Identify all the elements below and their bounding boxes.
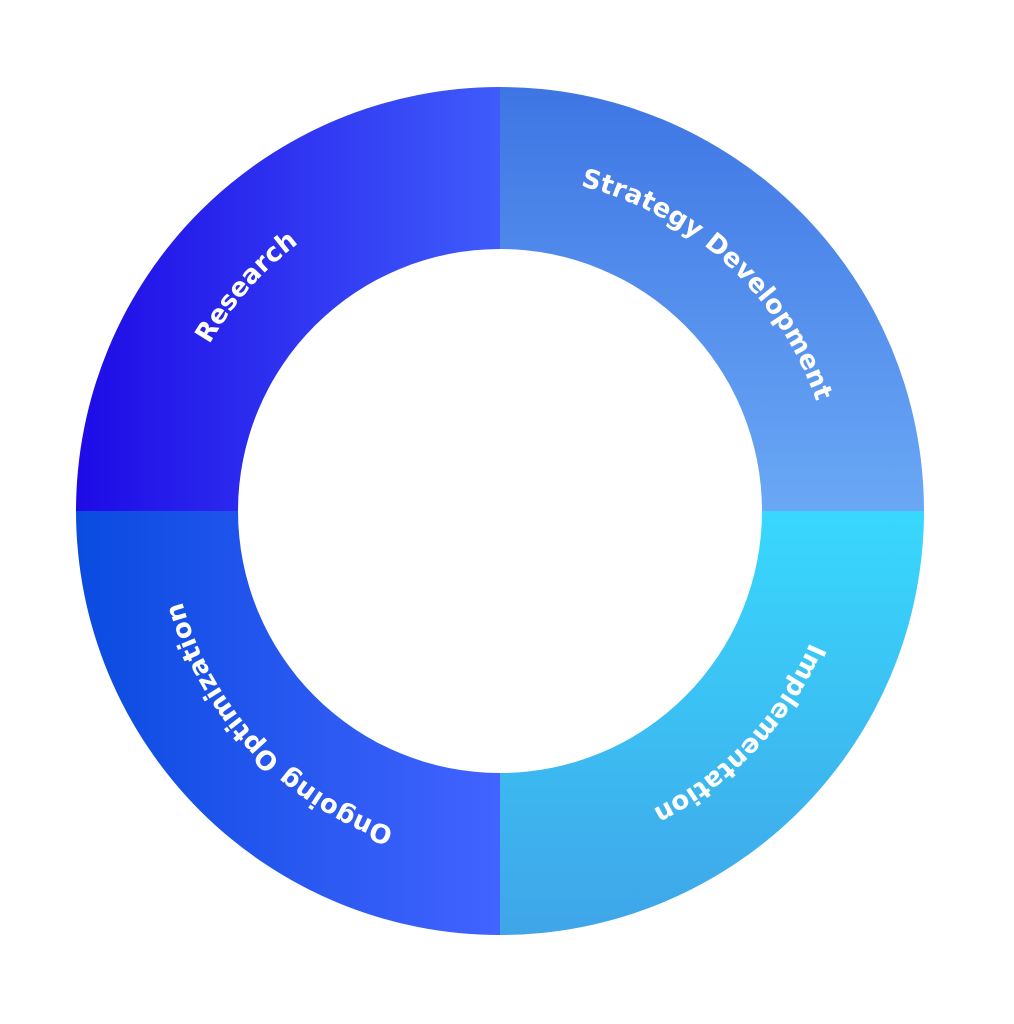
segment-research bbox=[76, 87, 500, 511]
segment-strategy-development bbox=[500, 87, 924, 511]
segment-ongoing-optimization bbox=[76, 511, 500, 935]
segment-implementation bbox=[500, 511, 924, 935]
